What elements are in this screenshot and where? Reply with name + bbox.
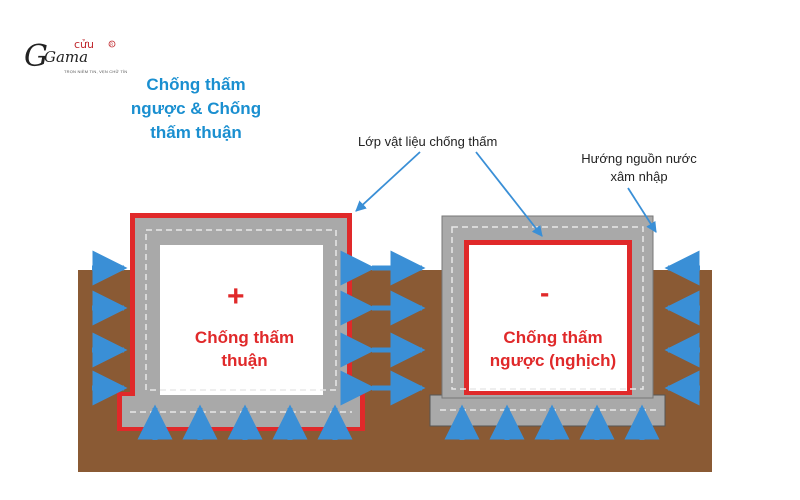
water-direction-label: Hướng nguồn nước xâm nhập (564, 150, 714, 186)
left-structure (117, 213, 365, 431)
title-line-2: ngược & Chống (130, 99, 262, 118)
title-line-1: Chống thấm (146, 75, 246, 94)
logo-badge: cửu (74, 38, 94, 51)
left-room-line-1: Chống thấm (194, 328, 295, 347)
logo-mark: G Gama cửu R (24, 38, 116, 74)
right-room-line-1: Chống thấm (503, 328, 603, 347)
logo-brand: Gama (44, 48, 88, 66)
water-arrows-up-left (137, 404, 353, 440)
left-room-label: Chống thấm thuận (162, 326, 327, 372)
plus-sign: + (227, 280, 245, 313)
water-arrows-up-right (444, 404, 660, 440)
right-room-label: Chống thấm ngược (nghịch) (473, 326, 633, 372)
left-room-line-2: thuận (221, 351, 268, 370)
right-structure (429, 215, 666, 427)
right-room-interior (469, 245, 627, 391)
water-label-line-2: xâm nhập (610, 169, 668, 184)
water-arrows-middle (340, 250, 426, 406)
title-line-3: thấm thuận (150, 123, 242, 142)
material-layer-label: Lớp vật liệu chống thấm (358, 134, 498, 149)
label-pointers (355, 151, 657, 237)
logo: TRỌN NIỀM TIN, VẸN CHỮ TÍN (18, 22, 148, 92)
svg-text:G: G (24, 39, 48, 74)
left-room-interior (160, 245, 323, 395)
diagram-title: Chống thấm ngược & Chống thấm thuận (96, 73, 296, 145)
water-arrows-left (92, 250, 128, 406)
water-label-line-1: Hướng nguồn nước (581, 151, 697, 166)
logo-tagline: TRỌN NIỀM TIN, VẸN CHỮ TÍN (64, 69, 128, 74)
svg-text:R: R (110, 42, 113, 47)
water-arrows-right (664, 250, 700, 406)
minus-sign: - (540, 277, 550, 308)
right-room-line-2: ngược (nghịch) (489, 351, 617, 370)
